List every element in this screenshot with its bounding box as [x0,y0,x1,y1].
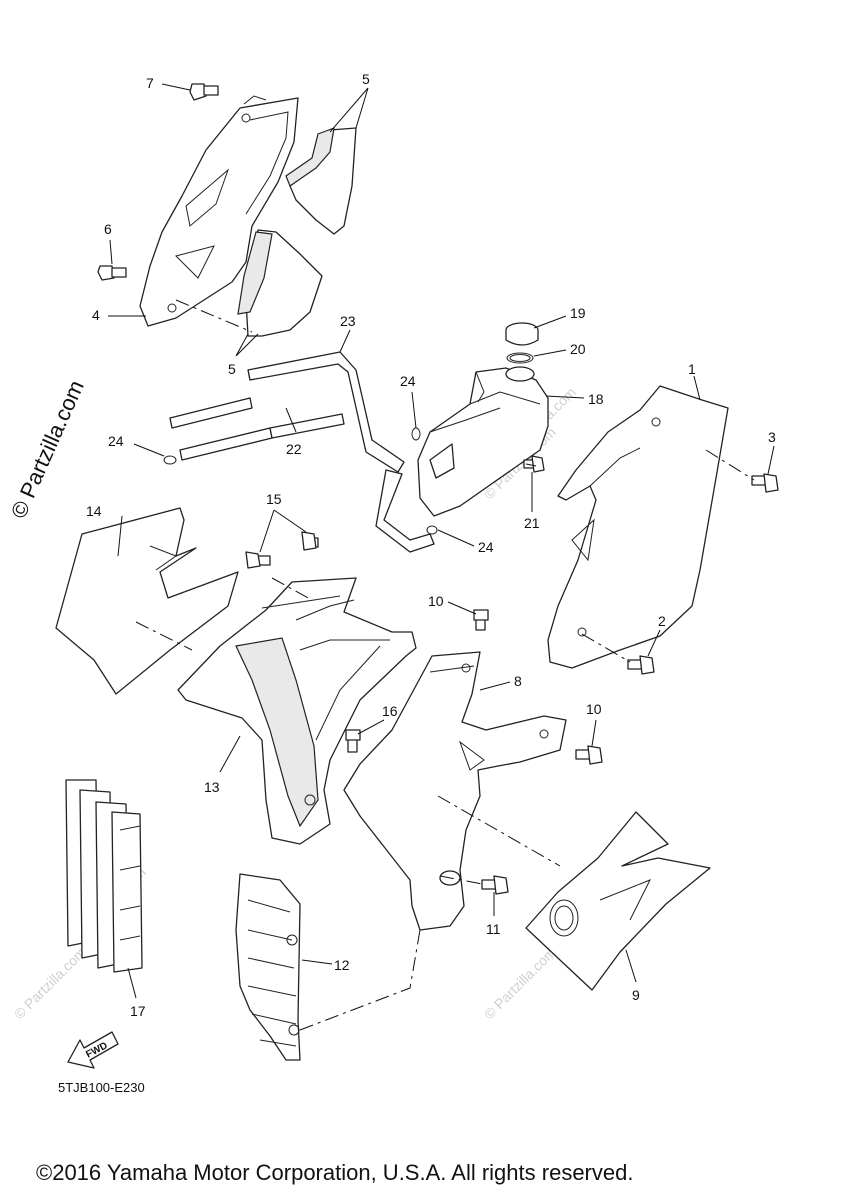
leader-lines [108,83,775,999]
callout-22: 22 [286,441,302,457]
watermark-tile: © Partzilla.com [481,944,559,1022]
part-2-bolt [627,655,655,675]
part-11-bolt [481,875,509,895]
part-22-hose [169,397,345,461]
fwd-direction-arrow: FWD [67,1031,119,1069]
part-5-graphic-lower [237,229,323,337]
callout-7: 7 [146,75,154,91]
partzilla-side-watermark: © Partzilla.com [6,376,89,522]
callout-19: 19 [570,305,586,321]
part-14-graphic [55,507,239,695]
part-17-radiator-guard [65,779,143,973]
callout-9: 9 [632,987,640,1003]
callout-17: 17 [130,1003,146,1019]
part-5-graphic-upper [285,127,357,235]
callout-24a: 24 [108,433,124,449]
callout-21: 21 [524,515,540,531]
callout-16: 16 [382,703,398,719]
callout-14: 14 [86,503,102,519]
part-1-side-cover-right [547,385,729,669]
part-21-bolt [523,455,545,473]
callout-8: 8 [514,673,522,689]
callout-24b: 24 [400,373,416,389]
part-9-graphic [525,811,711,991]
callout-12: 12 [334,957,350,973]
part-13-shroud-left [177,577,417,845]
callout-5a: 5 [362,71,370,87]
callout-1: 1 [688,361,696,377]
copyright-notice: ©2016 Yamaha Motor Corporation, U.S.A. A… [36,1160,633,1185]
callout-24c: 24 [478,539,494,555]
watermark-tile: © Partzilla.com [11,944,89,1022]
part-18-radiator-tank [417,366,549,517]
callout-15: 15 [266,491,282,507]
callout-11: 11 [486,921,501,937]
callout-3: 3 [768,429,776,445]
part-12-radiator-grille [235,873,301,1061]
part-8-shroud-right [343,651,567,931]
callout-20: 20 [570,341,586,357]
part-24-clip [163,427,438,535]
part-20-gasket [506,352,534,364]
diagram-code: 5TJB100-E230 [58,1080,145,1095]
callout-5b: 5 [228,361,236,377]
callout-labels: 1 2 3 4 5 5 6 7 8 9 10 10 11 12 13 14 15… [86,71,776,1019]
part-10-bolt [473,609,603,765]
part-4-side-cover-left [139,95,299,327]
fwd-label: FWD [84,1040,109,1060]
callout-18: 18 [588,391,604,407]
assembly-centerlines [135,299,755,1031]
callout-2: 2 [658,613,666,629]
part-15-bolt [245,531,319,569]
part-3-bolt [751,473,779,493]
part-7-bolt [189,83,219,101]
callout-10b: 10 [586,701,602,717]
callout-4: 4 [92,307,100,323]
callout-6: 6 [104,221,112,237]
callout-13: 13 [204,779,220,795]
callout-10a: 10 [428,593,444,609]
part-16-bolt [345,729,361,753]
part-6-bolt [97,265,127,281]
callout-23: 23 [340,313,356,329]
part-19-cap [505,322,539,346]
